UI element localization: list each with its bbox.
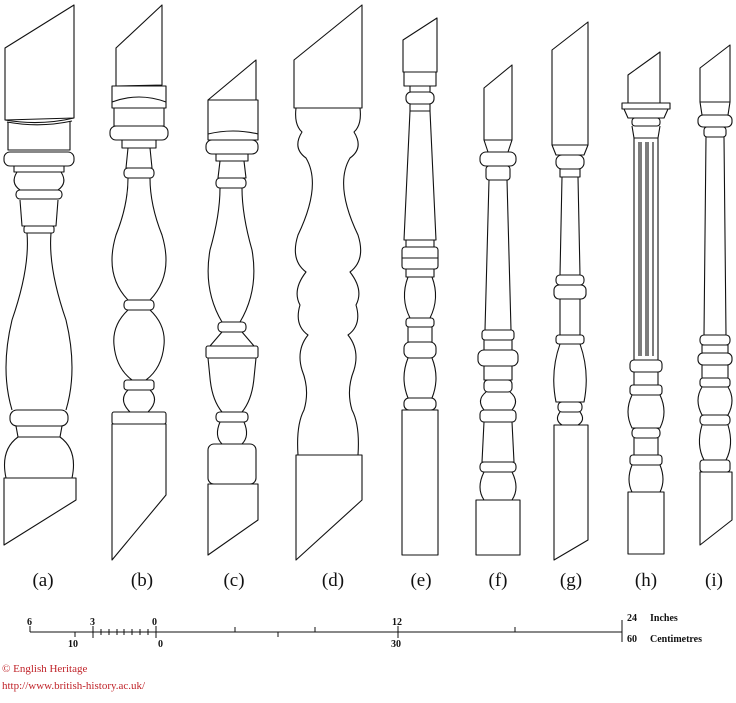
label-h: (h) <box>634 570 658 591</box>
label-c: (c) <box>223 570 245 591</box>
label-b: (b) <box>130 570 154 591</box>
inches-unit: Inches <box>650 613 678 624</box>
cm-tick-0: 0 <box>158 639 163 650</box>
baluster-h <box>621 51 671 555</box>
copyright-credit: © English Heritage <box>2 663 88 675</box>
cm-tick-30: 30 <box>391 639 401 650</box>
baluster-b <box>109 4 169 561</box>
inch-tick-3: 3 <box>90 617 95 628</box>
inch-tick-12: 12 <box>392 617 402 628</box>
cm-tick-10: 10 <box>68 639 78 650</box>
inch-tick-0: 0 <box>152 617 157 628</box>
baluster-g <box>551 21 589 561</box>
centimetres-unit: Centimetres <box>650 634 703 645</box>
inch-tick-24: 24 <box>627 613 637 624</box>
label-d: (d) <box>321 570 345 591</box>
inch-tick-6: 6 <box>27 617 32 628</box>
baluster-d <box>293 4 363 561</box>
source-link[interactable]: http://www.british-history.ac.uk/ <box>2 680 146 692</box>
baluster-f <box>475 64 521 556</box>
label-g: (g) <box>559 570 583 591</box>
scale-bar <box>29 620 623 642</box>
baluster-e <box>401 17 439 556</box>
baluster-i <box>697 44 733 546</box>
cm-tick-60: 60 <box>627 634 637 645</box>
label-i: (i) <box>705 570 723 591</box>
label-a: (a) <box>32 570 54 591</box>
label-e: (e) <box>410 570 432 591</box>
label-f: (f) <box>488 570 508 591</box>
baluster-c <box>205 59 259 556</box>
baluster-a <box>3 4 77 546</box>
